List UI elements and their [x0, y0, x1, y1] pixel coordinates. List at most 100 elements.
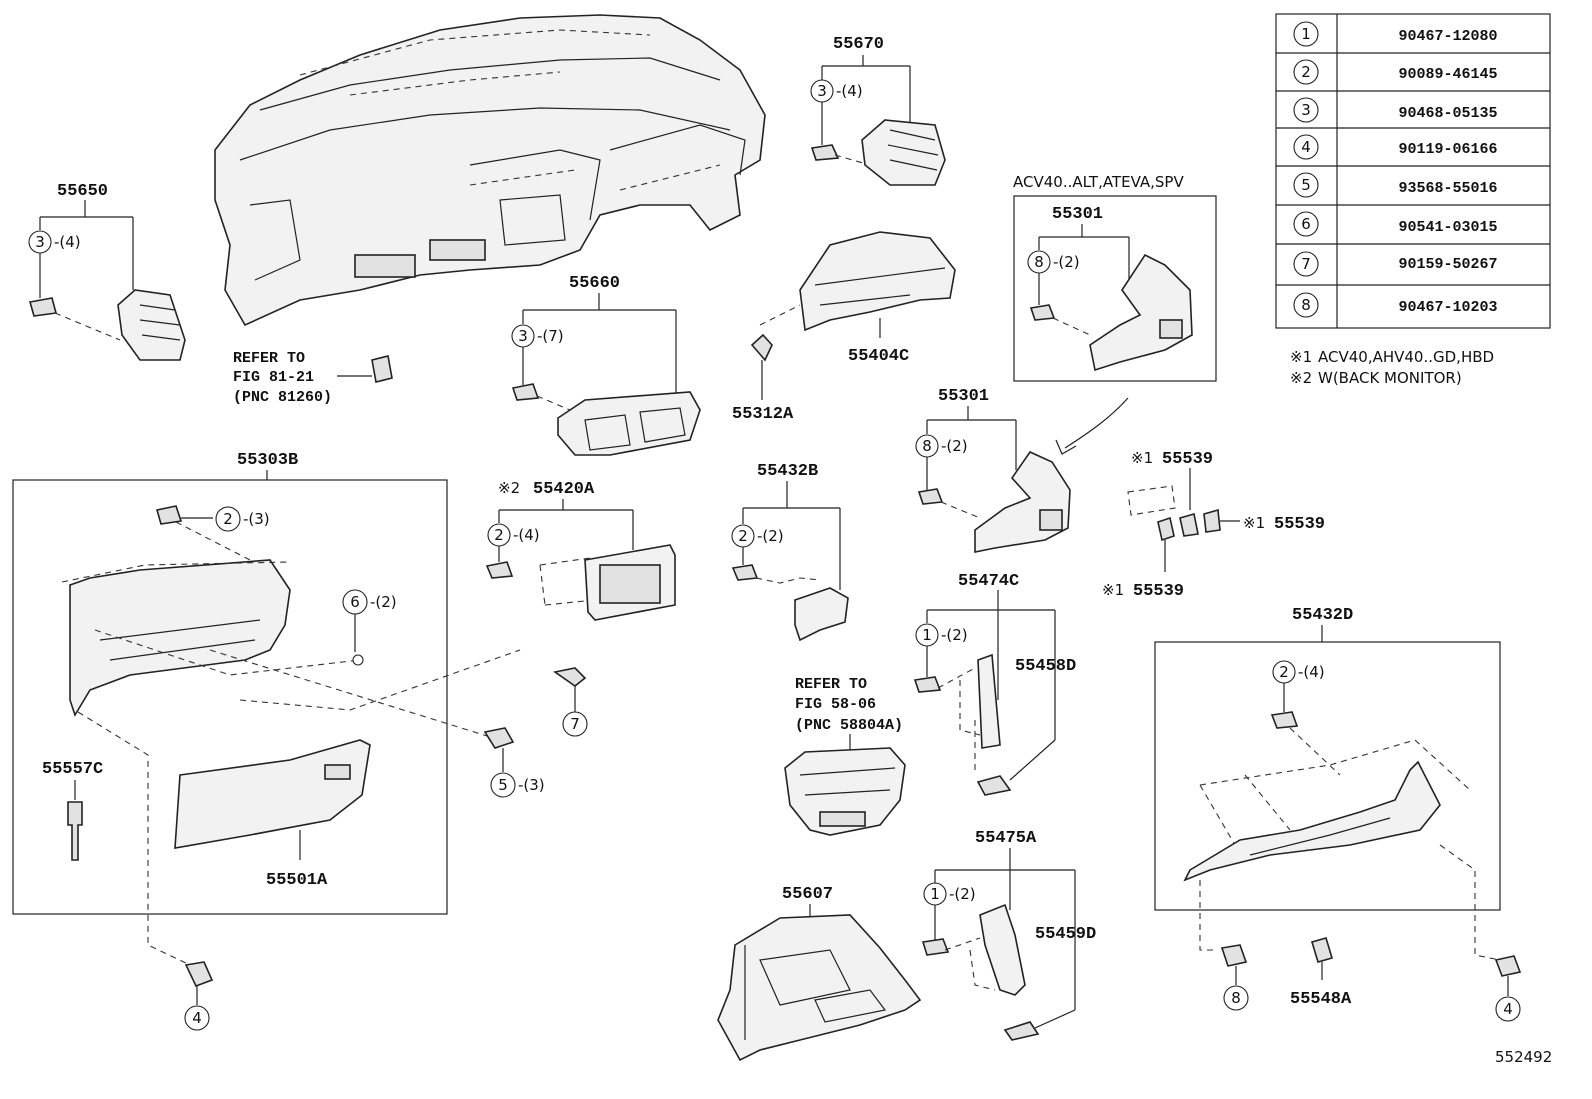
- vent-55660: [557, 391, 701, 456]
- label-55501A: 55501A: [266, 871, 328, 890]
- panel-55301-inset: [1089, 253, 1193, 372]
- box-55303B: [12, 479, 448, 915]
- callout-55303B-6: 6 -(2): [342, 589, 397, 615]
- svg-text:※1: ※1: [1290, 348, 1312, 366]
- label-55539-bottom: 55539: [1133, 582, 1184, 601]
- svg-text:7: 7: [570, 715, 580, 733]
- svg-text:W(BACK MONITOR): W(BACK MONITOR): [1318, 369, 1462, 387]
- inset-title: ACV40..ALT,ATEVA,SPV: [1013, 173, 1184, 191]
- label-55459D: 55459D: [1035, 925, 1096, 944]
- svg-text:4: 4: [192, 1009, 202, 1027]
- svg-text:(PNC 58804A): (PNC 58804A): [795, 717, 903, 734]
- callout-55432D: 2 -(4): [1272, 660, 1325, 684]
- table-row: 1 90467-12080: [1293, 21, 1498, 47]
- svg-text:5: 5: [498, 776, 508, 794]
- svg-text:90159-50267: 90159-50267: [1398, 256, 1497, 273]
- label-55548A: 55548A: [1290, 990, 1352, 1009]
- svg-text:4: 4: [1301, 138, 1311, 156]
- svg-text:3: 3: [518, 327, 528, 345]
- tray-55607: [717, 914, 922, 1062]
- svg-text:8: 8: [1231, 989, 1241, 1007]
- table-row: 5 93568-55016: [1293, 172, 1498, 198]
- svg-text:ACV40,AHV40..GD,HBD: ACV40,AHV40..GD,HBD: [1318, 348, 1494, 366]
- mark-55539-top: ※1: [1131, 449, 1153, 467]
- mark-55539-right: ※1: [1243, 514, 1265, 532]
- table-row: 7 90159-50267: [1293, 251, 1498, 277]
- callout-55670: 3 -(4): [810, 79, 863, 103]
- panel-55475A: [979, 903, 1026, 996]
- svg-text:93568-55016: 93568-55016: [1398, 180, 1497, 197]
- label-55474C: 55474C: [958, 572, 1019, 591]
- callout-55474C: 1 -(2): [915, 623, 968, 647]
- svg-text:8: 8: [922, 437, 932, 455]
- callout-55303B-5: 5 -(3): [490, 772, 545, 798]
- svg-text:-(2): -(2): [949, 885, 976, 903]
- svg-text:-(3): -(3): [243, 510, 270, 528]
- instrument-panel-drawing: [214, 14, 766, 327]
- label-55475A: 55475A: [975, 829, 1037, 848]
- label-55420A: 55420A: [533, 480, 595, 499]
- label-55539-top: 55539: [1162, 450, 1213, 469]
- refer-note-1: REFER TO FIG 81-21 (PNC 81260): [233, 350, 332, 406]
- svg-text:(PNC 81260): (PNC 81260): [233, 389, 332, 406]
- callout-55650: 3 -(4): [28, 230, 81, 254]
- callout-55303B-top: 2 -(3): [215, 506, 270, 532]
- callout-55660: 3 -(7): [511, 324, 564, 348]
- refer-note-2: REFER TO FIG 58-06 (PNC 58804A): [795, 676, 903, 734]
- label-55458D: 55458D: [1015, 657, 1076, 676]
- label-55660: 55660: [569, 274, 620, 293]
- svg-text:-(2): -(2): [757, 527, 784, 545]
- svg-text:90467-10203: 90467-10203: [1398, 299, 1497, 316]
- svg-text:6: 6: [1301, 215, 1311, 233]
- vent-55650: [117, 289, 186, 361]
- diagram-number: 552492: [1495, 1048, 1552, 1066]
- svg-text:-(4): -(4): [836, 82, 863, 100]
- svg-text:2: 2: [494, 526, 504, 544]
- panel-55474C: [977, 653, 1001, 749]
- label-55303B: 55303B: [237, 451, 298, 470]
- callout-55301: 8 -(2): [915, 434, 968, 458]
- svg-text:FIG 58-06: FIG 58-06: [795, 696, 876, 713]
- svg-text:-(7): -(7): [537, 327, 564, 345]
- svg-text:2: 2: [1279, 663, 1289, 681]
- svg-text:90119-06166: 90119-06166: [1398, 141, 1497, 158]
- svg-text:2: 2: [223, 510, 233, 528]
- callout-bottom-4a: 4: [184, 1005, 210, 1031]
- table-row: 4 90119-06166: [1293, 134, 1498, 160]
- svg-text:90541-03015: 90541-03015: [1398, 219, 1497, 236]
- meter-hood-55404C: [799, 231, 956, 332]
- svg-text:8: 8: [1301, 296, 1311, 314]
- box-55432D: [1154, 641, 1501, 911]
- label-55650: 55650: [57, 182, 108, 201]
- callout-55432B: 2 -(2): [731, 524, 784, 548]
- svg-text:5: 5: [1301, 176, 1311, 194]
- svg-text:1: 1: [930, 885, 940, 903]
- mark-55420A: ※2: [498, 479, 520, 497]
- label-55312A: 55312A: [732, 405, 794, 424]
- svg-text:-(4): -(4): [54, 233, 81, 251]
- cover-55432B: [794, 587, 849, 642]
- callout-bottom-8: 8: [1223, 985, 1249, 1011]
- label-55301-inset: 55301: [1052, 205, 1103, 224]
- table-row: 2 90089-46145: [1293, 59, 1498, 85]
- label-55670: 55670: [833, 35, 884, 54]
- svg-text:3: 3: [1301, 101, 1311, 119]
- svg-text:1: 1: [922, 626, 932, 644]
- svg-text:REFER TO: REFER TO: [233, 350, 305, 367]
- callout-55303B-7: 7: [562, 711, 588, 737]
- callout-bottom-4b: 4: [1495, 996, 1521, 1022]
- svg-text:-(4): -(4): [1298, 663, 1325, 681]
- vent-55670: [861, 119, 946, 186]
- svg-text:90468-05135: 90468-05135: [1398, 105, 1497, 122]
- callout-55475A: 1 -(2): [923, 882, 976, 906]
- svg-text:REFER TO: REFER TO: [795, 676, 867, 693]
- table-row: 3 90468-05135: [1293, 97, 1498, 123]
- panel-55301: [974, 450, 1071, 553]
- svg-text:-(4): -(4): [513, 526, 540, 544]
- parts-table: 1 90467-12080 2 90089-46145 3 90468-0513…: [1275, 13, 1551, 329]
- svg-text:3: 3: [817, 82, 827, 100]
- label-55607: 55607: [782, 885, 833, 904]
- svg-text:2: 2: [1301, 63, 1311, 81]
- glove-box-door: [174, 739, 371, 849]
- svg-text:2: 2: [738, 527, 748, 545]
